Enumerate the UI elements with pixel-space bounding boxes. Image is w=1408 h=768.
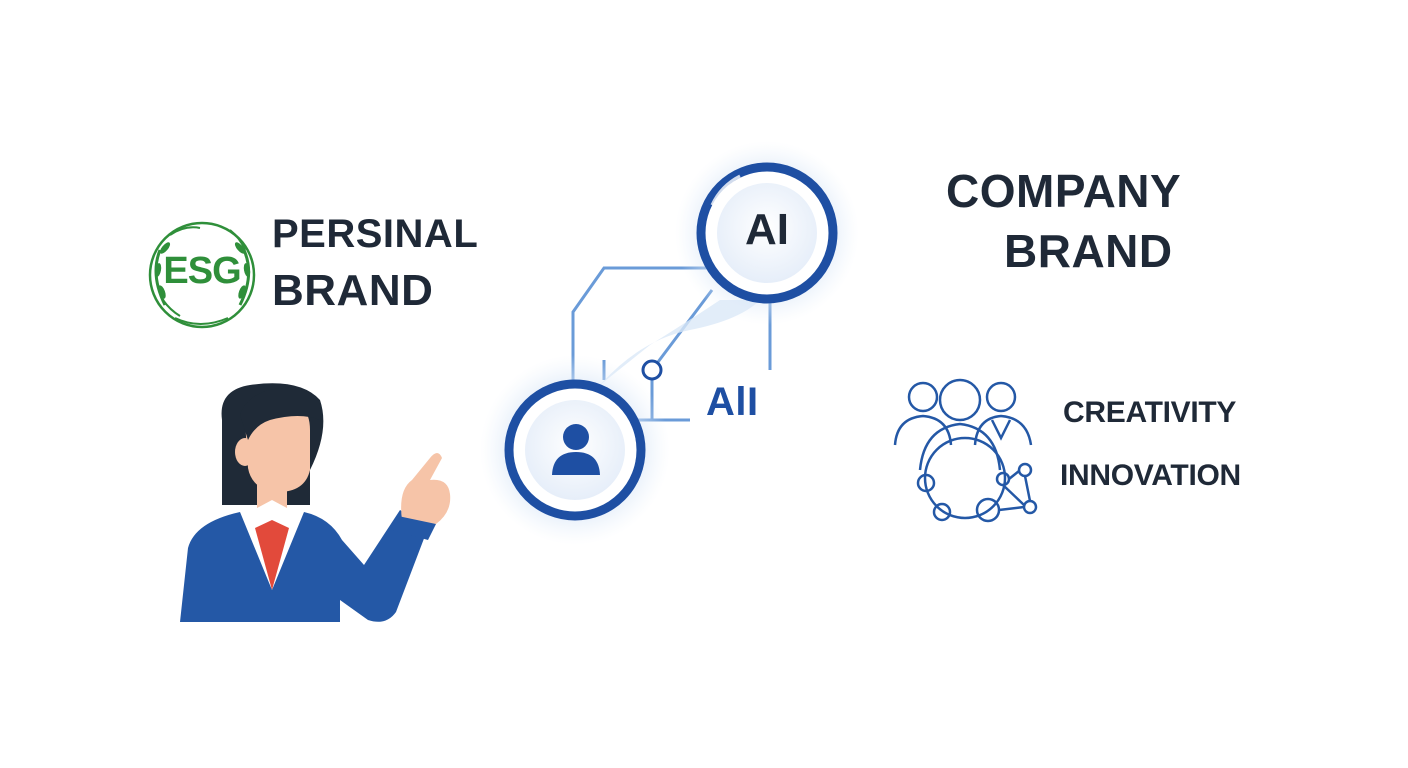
junction-dot: [641, 359, 663, 381]
company-brand-title-line1: COMPANY: [946, 165, 1182, 217]
creativity-label: CREATIVITY: [1063, 396, 1237, 429]
ai-node-label: AI: [745, 205, 789, 254]
presenter-figure: [180, 383, 451, 622]
connector-label: AlI: [706, 380, 759, 424]
personal-brand-title-line2: BRAND: [272, 266, 434, 315]
user-icon: [552, 424, 600, 475]
person-node: [480, 355, 670, 545]
ai-node: [675, 141, 859, 325]
leaf-wreath-icon: [148, 221, 256, 329]
glow-blob: [600, 300, 760, 385]
company-brand-title-line2: BRAND: [1004, 225, 1173, 277]
innovation-label: INNOVATION: [1060, 459, 1241, 492]
personal-brand-title-line1: PERSINAL: [272, 212, 479, 256]
team-network-icon: [893, 378, 1038, 523]
esg-badge-label: ESG: [163, 250, 241, 292]
